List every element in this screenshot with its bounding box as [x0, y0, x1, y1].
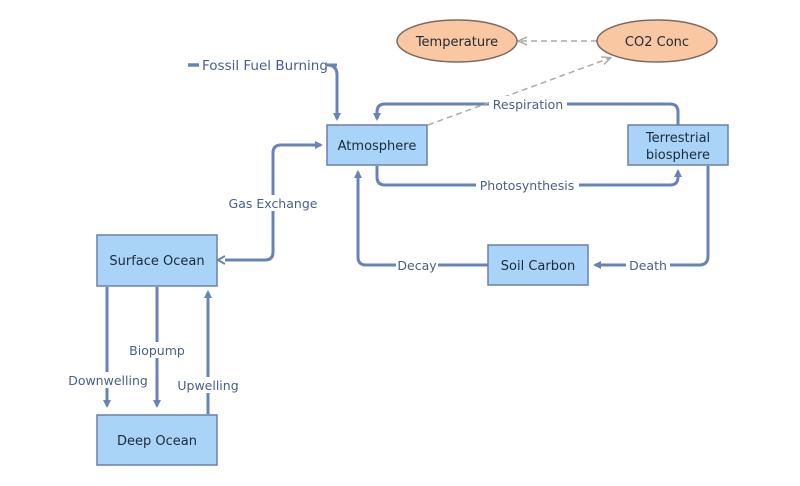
terrestrial-biosphere-node: Terrestrial biosphere [627, 124, 729, 166]
svg-text:Upwelling: Upwelling [177, 378, 238, 393]
soil-carbon-node: Soil Carbon [487, 244, 589, 286]
surface-ocean-label: Surface Ocean [109, 254, 204, 269]
decay-edge-label: Decay [396, 257, 438, 273]
decay-flow-arrow [354, 170, 488, 267]
co2-conc-node: CO2 Conc [596, 19, 718, 63]
temperature-node: Temperature [396, 19, 518, 63]
respiration-edge-label: Respiration [489, 96, 567, 112]
atmosphere-label: Atmosphere [338, 139, 417, 154]
terrestrial-label-line2: biosphere [646, 148, 710, 163]
upwelling-edge-label: Upwelling [175, 377, 241, 393]
deep-ocean-label: Deep Ocean [117, 434, 197, 449]
atmosphere-node: Atmosphere [326, 124, 428, 166]
gas-exchange-edge-label: Gas Exchange [226, 195, 320, 211]
deep-ocean-node: Deep Ocean [96, 414, 218, 466]
svg-text:Respiration: Respiration [493, 97, 563, 112]
svg-text:Gas Exchange: Gas Exchange [229, 196, 318, 211]
photosynthesis-edge-label: Photosynthesis [476, 177, 579, 193]
svg-text:Biopump: Biopump [129, 343, 185, 358]
downwelling-edge-label: Downwelling [67, 372, 149, 388]
soil-carbon-label: Soil Carbon [501, 259, 575, 274]
fossil-fuel-label: Fossil Fuel Burning [202, 58, 328, 74]
terrestrial-label-line1: Terrestrial [645, 131, 710, 146]
svg-text:Death: Death [629, 258, 667, 273]
co2-conc-label: CO2 Conc [625, 35, 689, 50]
svg-text:Photosynthesis: Photosynthesis [480, 178, 575, 193]
temperature-label: Temperature [415, 35, 498, 50]
svg-text:Decay: Decay [397, 258, 437, 273]
svg-text:Downwelling: Downwelling [68, 373, 148, 388]
atmosphere-to-co2-dashed-arrow [427, 58, 610, 126]
death-flow-arrow [593, 166, 710, 269]
death-edge-label: Death [626, 257, 670, 273]
biopump-edge-label: Biopump [129, 342, 186, 358]
surface-ocean-node: Surface Ocean [96, 234, 218, 287]
